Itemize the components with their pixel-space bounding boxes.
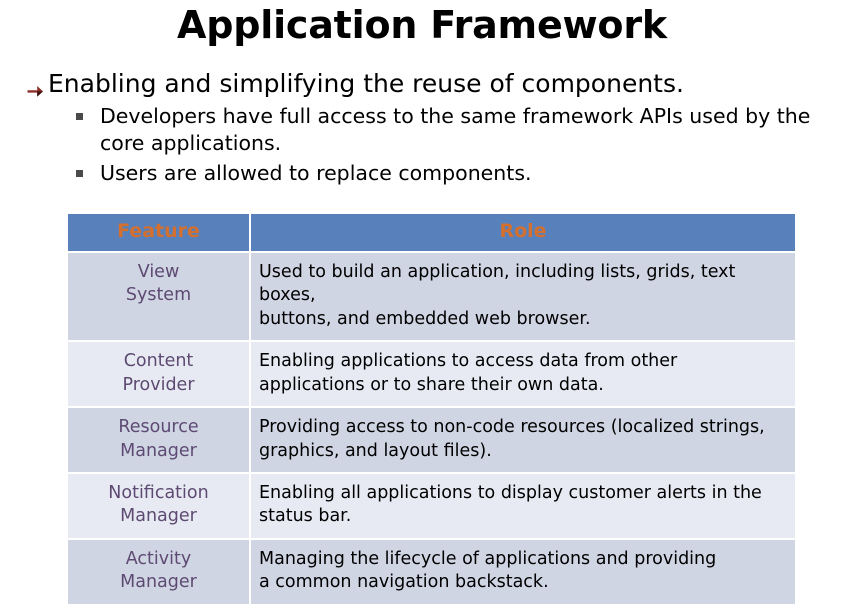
cell-feature-line: System xyxy=(125,285,192,306)
cell-feature-line: Resource xyxy=(118,417,199,438)
table-header-row: Feature Role xyxy=(68,214,795,253)
cell-role-line: status bar. xyxy=(259,506,352,527)
cell-feature-line: Activity xyxy=(125,548,192,569)
bullet-text: Developers have full access to the same … xyxy=(100,104,811,155)
cell-feature-line: View xyxy=(137,261,180,282)
cell-role-line: Managing the lifecycle of applications a… xyxy=(259,548,717,569)
cell-feature: Notification Manager xyxy=(68,473,251,540)
table-row: Notification Manager Enabling all applic… xyxy=(68,473,795,540)
cell-feature-line: Provider xyxy=(122,374,195,395)
cell-feature-line: Manager xyxy=(120,506,197,527)
cell-feature-line: Manager xyxy=(120,440,197,461)
cell-role-line: graphics, and layout files). xyxy=(259,440,492,461)
table-row: View System Used to build an application… xyxy=(68,252,795,343)
bullet-item-level1: Enabling and simplifying the reuse of co… xyxy=(0,68,844,99)
square-bullet-icon xyxy=(76,113,83,120)
cell-role-line: Providing access to non-code resources (… xyxy=(259,417,765,438)
column-header-feature: Feature xyxy=(68,214,251,253)
bullet-item-level2: Developers have full access to the same … xyxy=(0,103,844,156)
cell-role: Providing access to non-code resources (… xyxy=(251,408,795,474)
cell-feature: Activity Manager xyxy=(68,539,251,606)
table-row: Activity Manager Managing the lifecycle … xyxy=(68,539,795,606)
cell-feature: Content Provider xyxy=(68,342,251,409)
cell-feature-line: Manager xyxy=(120,572,197,593)
page-title: Application Framework xyxy=(177,3,667,47)
table-row: Resource Manager Providing access to non… xyxy=(68,408,795,474)
cell-role-line: applications or to share their own data. xyxy=(259,374,604,395)
cell-role-line: Enabling applications to access data fro… xyxy=(259,351,678,372)
cell-role: Managing the lifecycle of applications a… xyxy=(251,539,795,606)
bullet-text: Users are allowed to replace components. xyxy=(100,161,532,186)
cell-role-line: Enabling all applications to display cus… xyxy=(259,482,762,503)
bullet-item-level2: Users are allowed to replace components. xyxy=(0,160,844,187)
cell-role-line: buttons, and embedded web browser. xyxy=(259,308,591,329)
cell-role-line: a common navigation backstack. xyxy=(259,572,549,593)
cell-feature: Resource Manager xyxy=(68,408,251,474)
cell-role: Used to build an application, including … xyxy=(251,252,795,343)
cell-feature-line: Notification xyxy=(108,482,209,503)
cell-role: Enabling applications to access data fro… xyxy=(251,342,795,409)
arrow-bullet-icon xyxy=(26,77,44,97)
bullet-text: Enabling and simplifying the reuse of co… xyxy=(48,69,684,98)
table-row: Content Provider Enabling applications t… xyxy=(68,342,795,409)
cell-feature-line: Content xyxy=(123,351,194,372)
cell-role-line: Used to build an application, including … xyxy=(259,261,736,306)
square-bullet-icon xyxy=(76,170,83,178)
bullet-list: Enabling and simplifying the reuse of co… xyxy=(0,68,844,187)
column-header-role: Role xyxy=(251,214,795,253)
cell-feature: View System xyxy=(68,252,251,343)
feature-role-table: Feature Role View System Used to build a… xyxy=(68,214,795,606)
cell-role: Enabling all applications to display cus… xyxy=(251,473,795,540)
